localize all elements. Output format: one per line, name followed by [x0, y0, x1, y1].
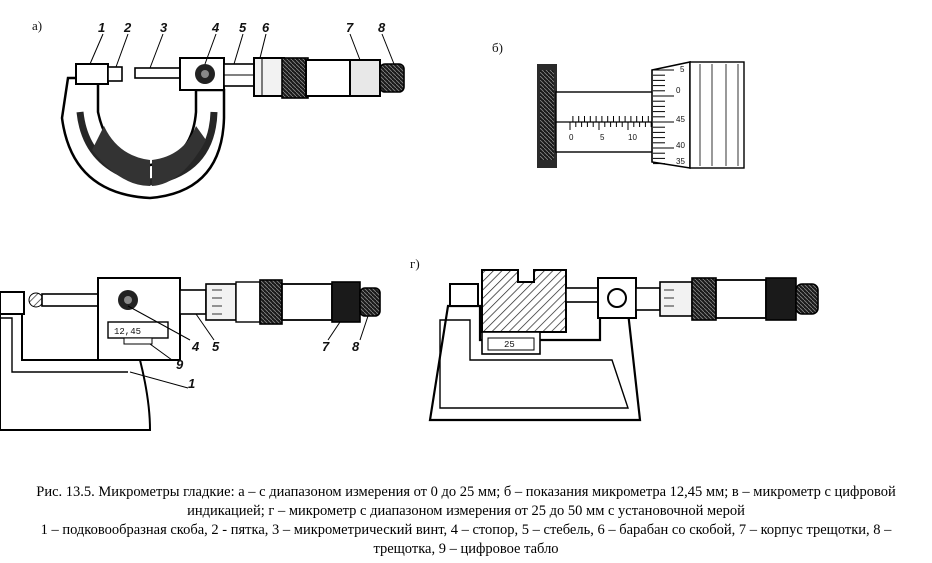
callout-a-5: 5 — [239, 20, 247, 35]
panel-a-spindle — [134, 67, 182, 79]
panel-b: б) 0 5 10 5 0 45 40 35 — [492, 40, 745, 169]
callout-a-6: 6 — [262, 20, 270, 35]
caption-line-2: 1 – подковообразная скоба, 2 - пятка, 3 … — [40, 522, 892, 557]
panel-b-label: б) — [492, 40, 503, 55]
callout-a-2: 2 — [123, 20, 132, 35]
panel-b-stem-ticks — [569, 116, 652, 130]
callout-a-3: 3 — [160, 20, 168, 35]
callout-a-1: 1 — [98, 20, 105, 35]
drum-number-0: 0 — [676, 86, 681, 95]
figure-caption: Рис. 13.5. Микрометры гладкие: а – с диа… — [10, 483, 922, 559]
micrometer-figure: а) — [0, 18, 819, 431]
callout-v-5: 5 — [212, 339, 220, 354]
panel-g-label: г) — [410, 256, 420, 271]
callout-a-4: 4 — [211, 20, 220, 35]
callout-a-8: 8 — [378, 20, 386, 35]
caption-line-1: Рис. 13.5. Микрометры гладкие: а – с диа… — [36, 484, 896, 519]
stem-number-5: 5 — [600, 133, 605, 142]
callout-v-7: 7 — [322, 339, 330, 354]
panel-v-body — [97, 277, 181, 361]
callout-v-4: 4 — [191, 339, 200, 354]
stem-number-10: 10 — [628, 133, 637, 142]
panel-v-display: 12,45 — [114, 327, 141, 337]
panel-a-anvil — [75, 63, 109, 85]
panel-a-thimble — [253, 57, 285, 97]
drum-number-45: 45 — [676, 115, 685, 124]
panel-a: а) — [32, 18, 405, 200]
panel-g-setting-gauge — [481, 269, 567, 333]
callout-v-8: 8 — [352, 339, 360, 354]
panel-g-block-size: 25 — [504, 340, 515, 350]
callout-a-7: 7 — [346, 20, 354, 35]
callout-v-1: 1 — [188, 376, 195, 391]
stem-number-0: 0 — [569, 133, 574, 142]
callout-v-9: 9 — [176, 357, 184, 372]
drum-number-40: 40 — [676, 141, 685, 150]
drum-number-35: 35 — [676, 157, 685, 166]
panel-a-ratchet — [379, 63, 405, 93]
panel-b-drum-ticks — [653, 69, 674, 165]
panel-v: в) 12,45 — [0, 277, 381, 431]
panel-g: г) 25 — [410, 256, 819, 422]
drum-number-5: 5 — [680, 65, 685, 74]
panel-a-ratchet-body — [349, 59, 381, 97]
panel-a-label: а) — [32, 18, 42, 33]
